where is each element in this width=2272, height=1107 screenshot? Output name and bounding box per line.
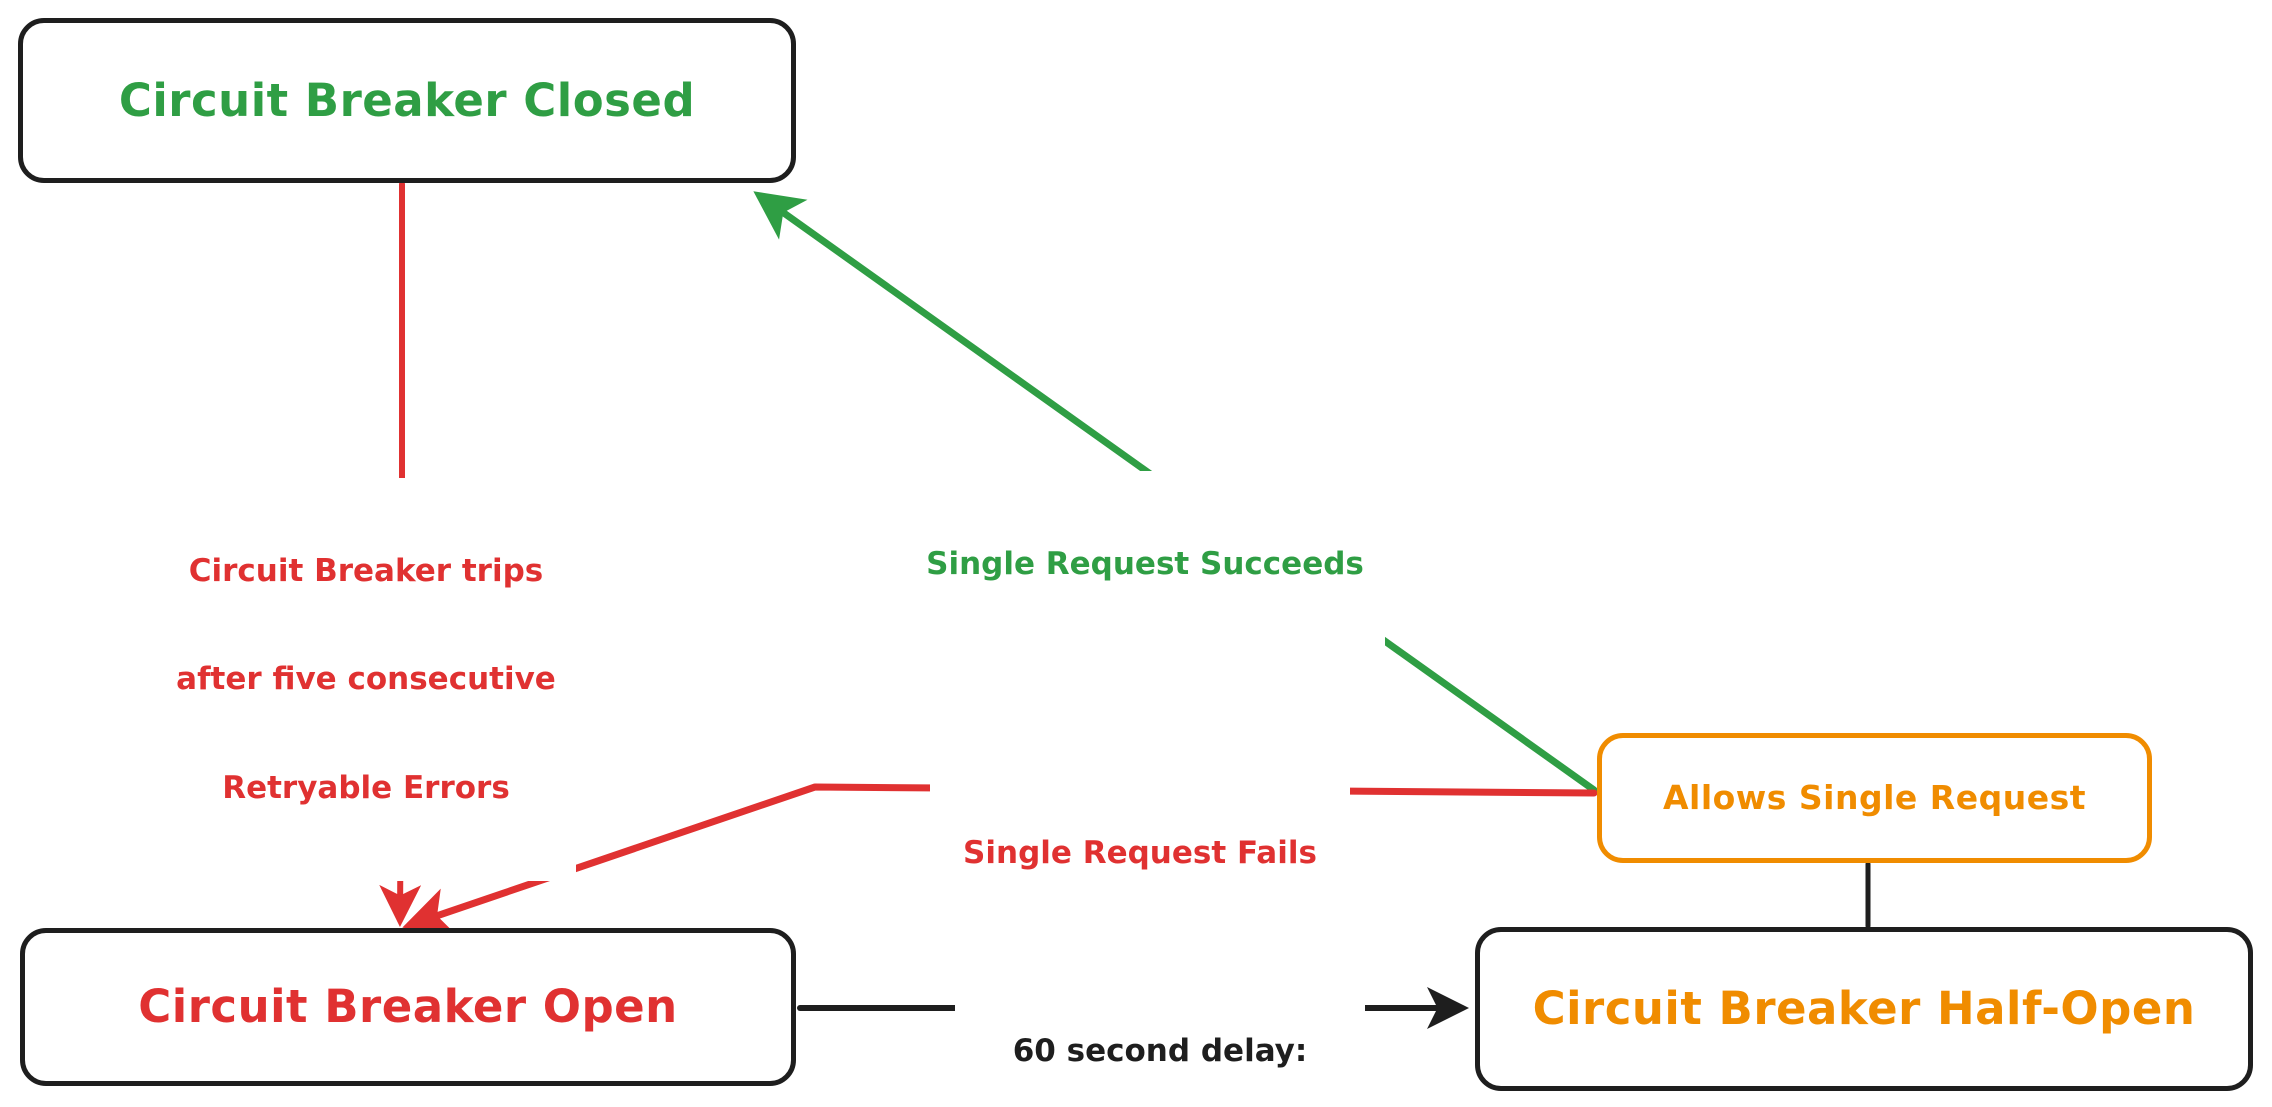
node-circuit-breaker-open[interactable]: Circuit Breaker Open (20, 928, 796, 1086)
node-circuit-breaker-half-open[interactable]: Circuit Breaker Half-Open (1475, 927, 2253, 1091)
edge-label-allows-to-closed: Single Request Succeeds (905, 471, 1385, 657)
node-label-circuit-breaker-open: Circuit Breaker Open (138, 980, 678, 1034)
node-label-circuit-breaker-closed: Circuit Breaker Closed (118, 73, 696, 127)
node-circuit-breaker-closed[interactable]: Circuit Breaker Closed (18, 18, 796, 183)
node-allows-single-request[interactable]: Allows Single Request (1597, 733, 2152, 863)
edge-label-allows-to-open: Single Request Fails (930, 760, 1350, 946)
edge-label-line: Retryable Errors (222, 770, 510, 807)
edge-label-line: Single Request Succeeds (926, 545, 1364, 582)
edge-label-line: Circuit Breaker trips (188, 552, 544, 589)
node-label-allows-single-request: Allows Single Request (1662, 778, 2087, 818)
edge-label-open-to-half-open: 60 second delay: No requests allowed (955, 958, 1365, 1107)
edge-label-line: 60 second delay: (1012, 1032, 1308, 1069)
node-label-circuit-breaker-half-open: Circuit Breaker Half-Open (1532, 982, 2196, 1036)
edge-label-line: Single Request Fails (963, 834, 1317, 871)
edge-label-closed-to-open: Circuit Breaker trips after five consecu… (156, 478, 576, 881)
edge-label-line: after five consecutive (176, 661, 556, 698)
